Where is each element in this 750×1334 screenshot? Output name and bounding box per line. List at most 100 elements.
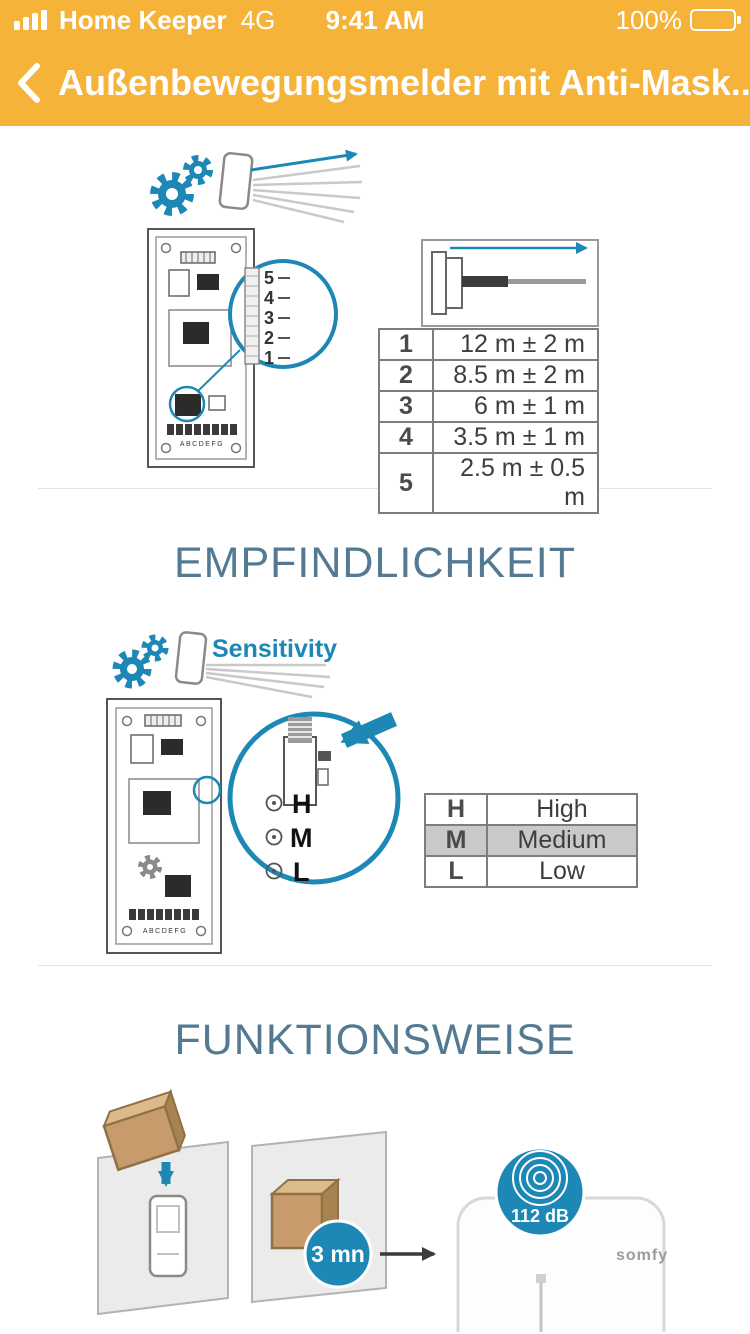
pcb-board xyxy=(106,698,222,954)
detector-body xyxy=(445,257,463,309)
sensitivity-value: Low xyxy=(486,855,638,888)
range-value: 12 m ± 2 m xyxy=(432,328,599,361)
highlight-circle-small xyxy=(192,775,222,805)
network-type-label: 4G xyxy=(240,4,276,35)
detection-plane xyxy=(462,276,508,287)
detection-beams-icon xyxy=(252,164,363,224)
sensitivity-key: M xyxy=(424,824,488,857)
range-side-view xyxy=(421,239,599,327)
range-level: 2 xyxy=(378,359,434,392)
range-level: 3 xyxy=(378,390,434,423)
detector-back-plate xyxy=(431,251,447,315)
sensitivity-label: Sensitivity xyxy=(212,635,337,663)
table-row-selected: M Medium xyxy=(424,824,638,857)
adjuster-gear-icon xyxy=(138,855,162,879)
sensitivity-key: H xyxy=(424,793,488,826)
gear-icon xyxy=(112,634,169,689)
pointer-arrow-icon xyxy=(340,712,398,748)
range-value: 2.5 m ± 0.5 m xyxy=(432,452,599,514)
sound-waves-icon xyxy=(512,1150,568,1206)
range-level: 1 xyxy=(378,328,434,361)
detection-beams-icon xyxy=(205,663,331,699)
svg-text:5: 5 xyxy=(264,268,274,288)
sensitivity-icon: Sensitivity xyxy=(112,631,337,699)
section-heading-sensitivity: EMPFINDLICHKEIT xyxy=(173,539,577,587)
table-row: L Low xyxy=(424,855,638,888)
nav-bar: Außenbewegungsmelder mit Anti-Mask... xyxy=(0,40,750,126)
beam-arrow-icon xyxy=(250,149,358,172)
sensitivity-section: Sensitivity xyxy=(0,625,750,965)
setup-detector-icon xyxy=(150,149,363,224)
svg-text:L: L xyxy=(293,857,310,887)
table-row: 1 12 m ± 2 m xyxy=(378,328,599,361)
gear-icon xyxy=(150,155,213,216)
component-chip xyxy=(197,274,219,290)
table-row: 2 8.5 m ± 2 m xyxy=(378,359,599,392)
range-section: ABCDEFG 5 4 3 xyxy=(0,126,750,514)
timer-badge: 3 mn xyxy=(303,1219,373,1289)
dip-switch xyxy=(144,714,182,727)
section-divider xyxy=(38,488,712,489)
signal-strength-icon xyxy=(14,10,47,30)
chevron-left-icon xyxy=(18,63,40,103)
component-shield xyxy=(128,778,200,844)
detector-icon xyxy=(218,152,254,210)
pcb-range-diagram: ABCDEFG 5 4 3 xyxy=(147,228,338,468)
detector-icon xyxy=(174,631,208,685)
carrier-label: Home Keeper xyxy=(59,4,227,35)
component-relay xyxy=(168,269,190,297)
range-value: 6 m ± 1 m xyxy=(432,390,599,423)
range-value: 3.5 m ± 1 m xyxy=(432,421,599,454)
siren-device: somfy xyxy=(456,1196,668,1332)
range-value: 8.5 m ± 2 m xyxy=(432,359,599,392)
sensitivity-value: Medium xyxy=(486,824,638,857)
component-chip xyxy=(161,739,183,755)
component-relay xyxy=(130,734,154,764)
table-row: 5 2.5 m ± 0.5 m xyxy=(378,452,599,514)
dial-numbers: 5 4 3 2 1 xyxy=(264,268,274,368)
sensitivity-value: High xyxy=(486,793,638,826)
detector-on-wall xyxy=(148,1194,188,1278)
svg-text:2: 2 xyxy=(264,328,274,348)
section-heading-operation: FUNKTIONSWEISE xyxy=(174,1016,576,1064)
sensitivity-switch-magnifier: H M L xyxy=(227,711,401,887)
status-bar: Home Keeper 4G 9:41 AM 100% xyxy=(0,0,750,40)
operation-illustration: 3 mn somfy 112 dB xyxy=(97,1088,668,1332)
terminal-letters: ABCDEFG xyxy=(143,928,187,935)
manual-page-scroll[interactable]: ABCDEFG 5 4 3 xyxy=(0,126,750,1334)
section-divider xyxy=(38,965,712,966)
svg-text:1: 1 xyxy=(264,348,274,368)
switch-position-labels: H M L xyxy=(290,789,313,887)
dip-switch xyxy=(180,251,216,264)
sensitivity-table: H High M Medium L Low xyxy=(424,793,638,888)
svg-text:M: M xyxy=(290,823,313,853)
page-title: Außenbewegungsmelder mit Anti-Mask... xyxy=(58,62,750,103)
box-mounted xyxy=(269,1177,341,1251)
timer-label: 3 mn xyxy=(311,1241,365,1267)
range-level: 4 xyxy=(378,421,434,454)
component-sensor xyxy=(165,875,191,897)
battery-percent: 100% xyxy=(615,4,683,35)
table-row: 3 6 m ± 1 m xyxy=(378,390,599,423)
terminal-block xyxy=(167,424,237,435)
table-row: H High xyxy=(424,793,638,826)
range-level: 5 xyxy=(378,452,434,514)
brand-label: somfy xyxy=(616,1247,668,1264)
pcb-sensitivity-diagram: ABCDEFG xyxy=(106,698,222,954)
terminal-block xyxy=(129,909,199,920)
back-button[interactable] xyxy=(12,59,42,107)
terminal-letters: ABCDEFG xyxy=(180,441,224,448)
screw-icons xyxy=(265,794,283,880)
component-shield xyxy=(168,309,232,367)
component-sensor xyxy=(175,394,201,416)
clock: 9:41 AM xyxy=(325,4,425,35)
screw-icons xyxy=(160,242,242,454)
sensitivity-key: L xyxy=(424,855,488,888)
magnifier-range-dial: 5 4 3 2 1 xyxy=(228,259,338,369)
sensitivity-switch xyxy=(283,717,331,806)
volume-label: 112 dB xyxy=(511,1206,569,1226)
highlight-circle-small xyxy=(168,385,206,423)
screw-icons xyxy=(121,715,207,937)
svg-text:H: H xyxy=(292,789,312,819)
